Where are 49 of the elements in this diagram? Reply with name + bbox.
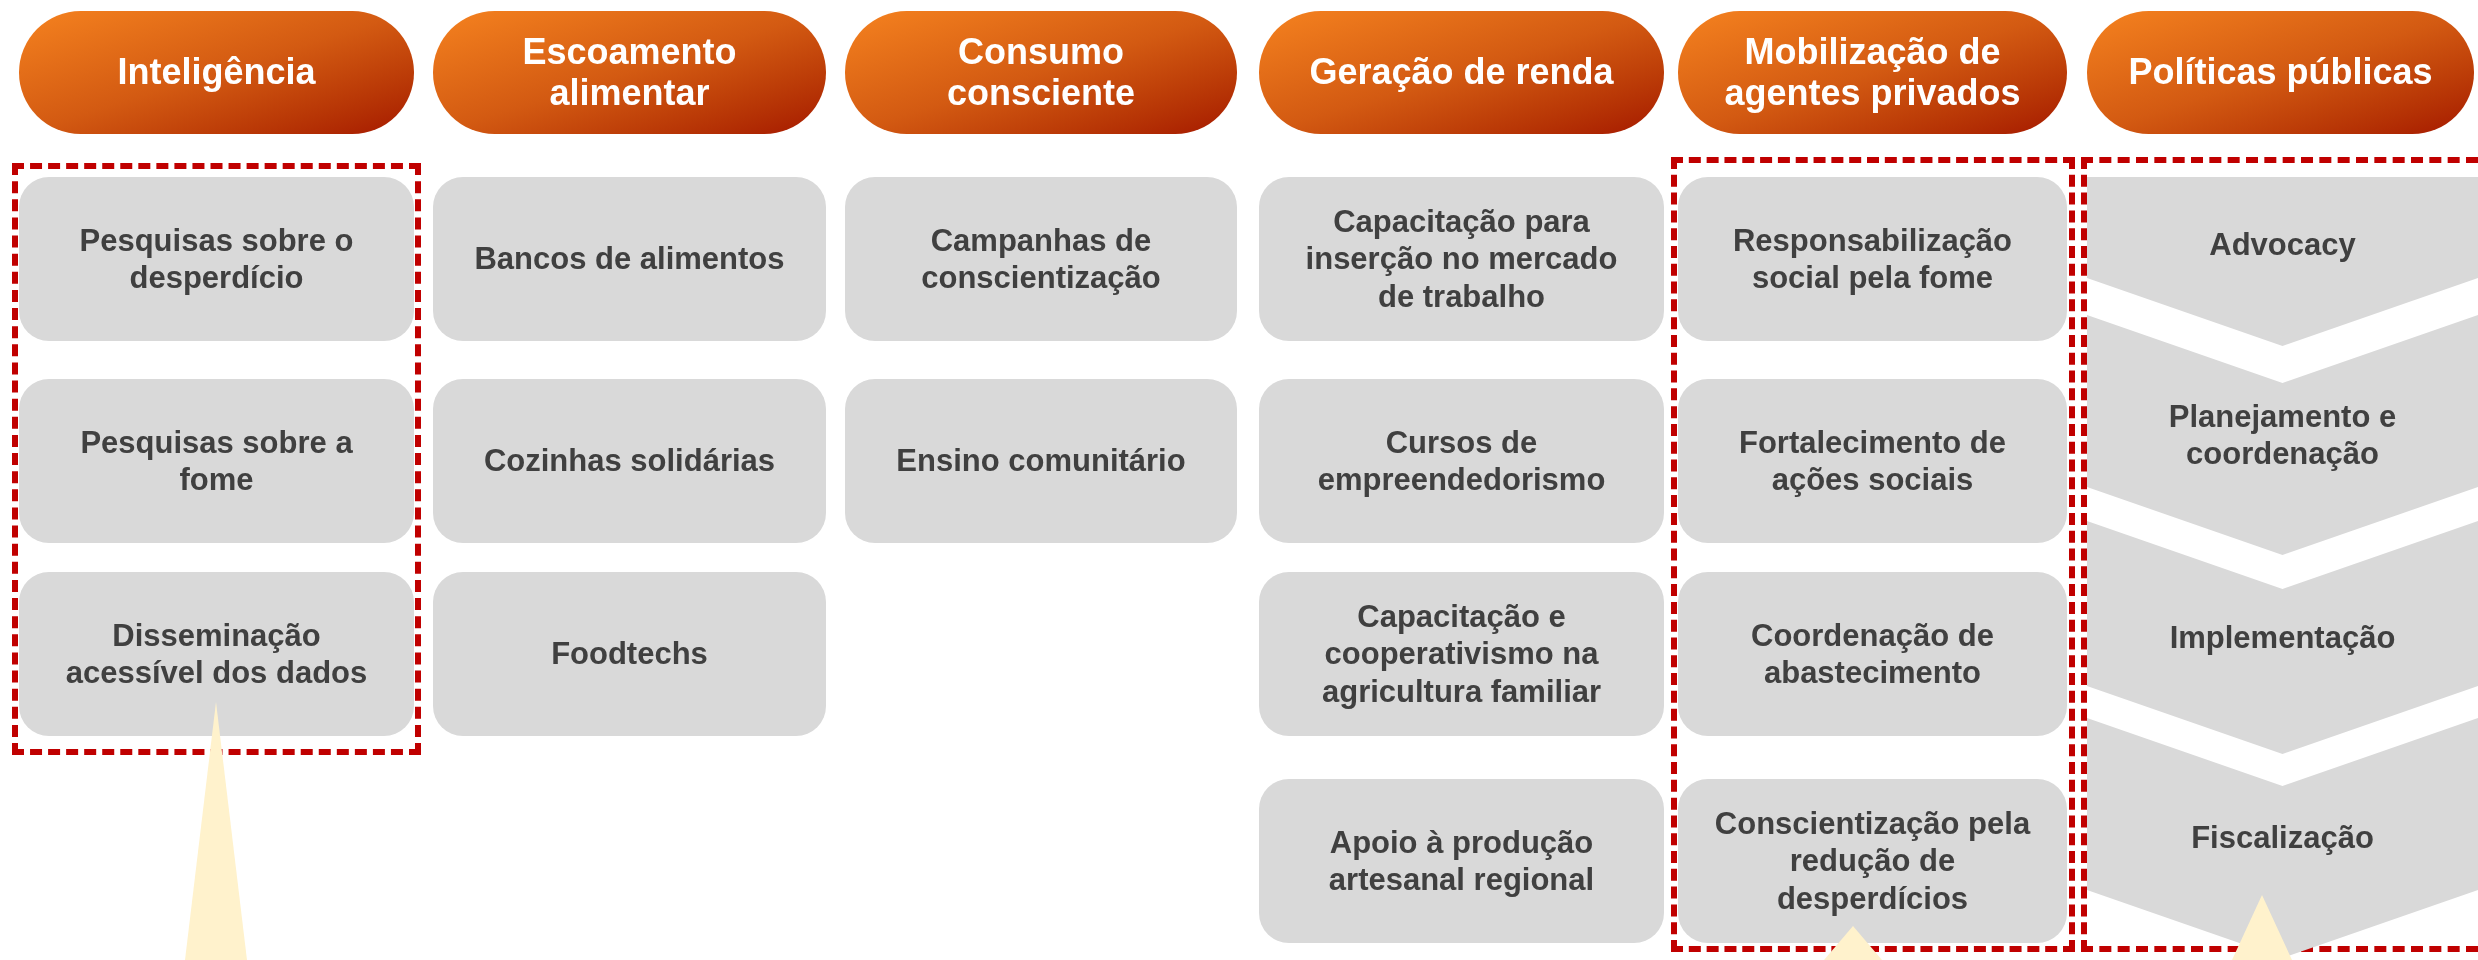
dashed-group-box [12,163,421,755]
action-card [1678,779,2067,943]
chevron-step [2087,315,2478,555]
action-card [1678,379,2067,543]
action-card [433,379,826,543]
label-text: Cursos de empreendedorismo [1316,423,1607,499]
label-text: Capacitação para inserção no mercado de trabalho [1304,203,1619,315]
action-card [845,379,1237,543]
label-text: Coordenação de abastecimento [1750,616,1995,692]
action-card [19,379,414,543]
label-text: Escoamento alimentar [521,32,738,113]
action-card [1259,572,1664,736]
action-card [433,177,826,341]
action-card [845,177,1237,341]
label-text: Capacitação e cooperativismo na agricultura familiar [1320,598,1603,710]
label-text: Foodtechs [551,635,708,673]
label-text: Bancos de alimentos [474,240,785,278]
label-text: Campanhas de conscientização [920,221,1162,297]
label-text: Mobilização de agentes privados [1723,32,2022,113]
label-text: Geração de renda [1309,52,1614,93]
label-text: Apoio à produção artesanal regional [1327,823,1596,899]
chevron-step [2087,177,2478,346]
action-card [19,177,414,341]
action-card [19,572,414,736]
label-text: Planejamento e coordenação [2167,397,2398,473]
label-text: Pesquisas sobre a fome [79,423,354,499]
action-card [433,572,826,736]
label-text: Fortalecimento de ações sociais [1738,423,2007,499]
label-text: Cozinhas solidárias [483,442,776,480]
label-text: Advocacy [2209,225,2356,264]
label-text: Fiscalização [2191,819,2374,857]
callout-tail [1824,926,1882,960]
chevron-step [2087,521,2478,754]
action-card [1678,177,2067,341]
label-text: Implementação [2169,618,2396,657]
label-text: Responsabilização social pela fome [1731,221,2014,297]
action-card [1259,379,1664,543]
label-text: Inteligência [117,52,316,93]
action-card [1678,572,2067,736]
chevron-step [2087,718,2478,958]
label-text: Conscientização pela redução de desperdícios [1714,805,2031,917]
dashed-group-box [1671,157,2075,952]
label-text: Disseminação acessível dos dados [64,616,369,692]
label-text: Consumo consciente [945,32,1137,113]
label-text: Pesquisas sobre o desperdício [78,221,355,297]
action-card [1259,177,1664,341]
label-text: Políticas públicas [2128,52,2433,93]
action-card [1259,779,1664,943]
label-text: Ensino comunitário [896,442,1186,480]
